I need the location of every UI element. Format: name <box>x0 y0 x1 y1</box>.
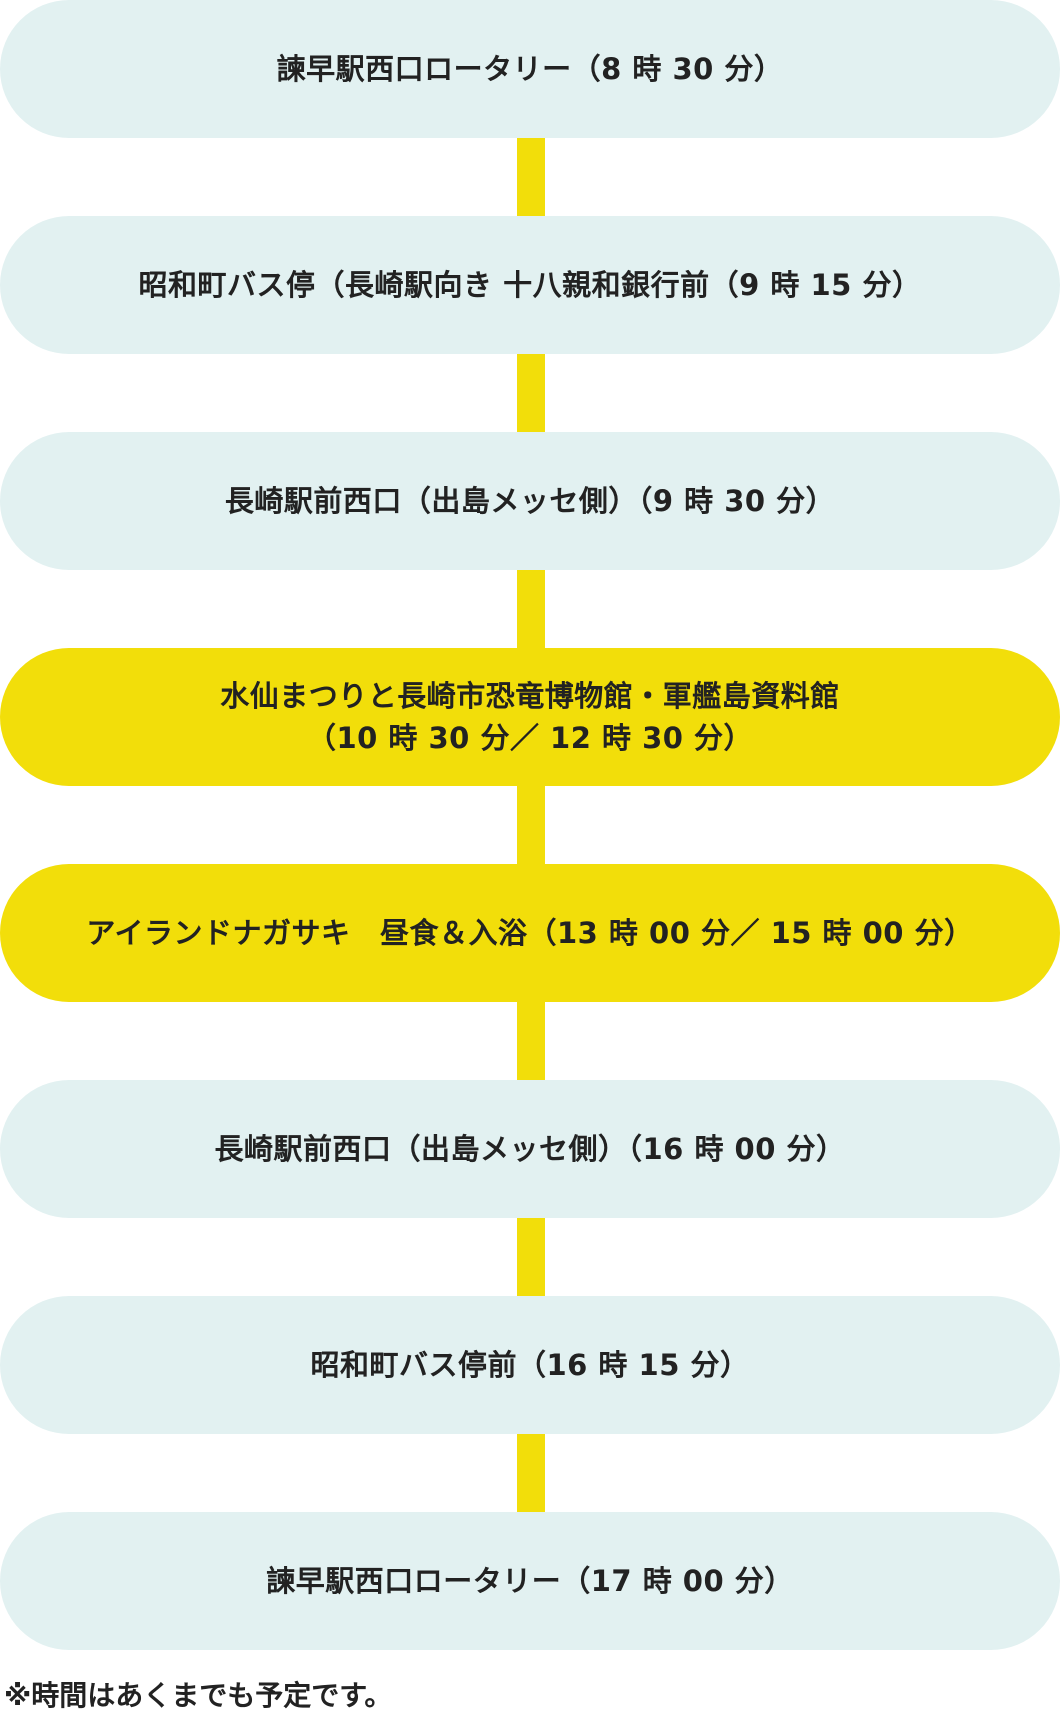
stop-8-isahaya-arrival: 諫早駅西口ロータリー（17 時 00 分） <box>0 1512 1060 1650</box>
stop-4-dinosaur-museum: 水仙まつりと長崎市恐竜博物館・軍艦島資料館 （10 時 30 分／ 12 時 3… <box>0 648 1060 786</box>
stop-1-isahaya-departure: 諫早駅西口ロータリー（8 時 30 分） <box>0 0 1060 138</box>
stop-4-text-line-1: 水仙まつりと長崎市恐竜博物館・軍艦島資料館 <box>220 679 840 713</box>
connector-3 <box>517 570 545 650</box>
stop-2-showamachi-bus-stop: 昭和町バス停（長崎駅向き 十八親和銀行前（9 時 15 分） <box>0 216 1060 354</box>
stop-2-text: 昭和町バス停（長崎駅向き 十八親和銀行前（9 時 15 分） <box>138 268 922 302</box>
connector-2 <box>517 354 545 434</box>
stop-5-island-nagasaki: アイランドナガサキ 昼食＆入浴（13 時 00 分／ 15 時 00 分） <box>0 864 1060 1002</box>
schedule-note: ※時間はあくまでも予定です。 <box>4 1679 393 1712</box>
stop-1-text: 諫早駅西口ロータリー（8 時 30 分） <box>276 52 784 86</box>
stop-8-text: 諫早駅西口ロータリー（17 時 00 分） <box>266 1564 794 1598</box>
stop-3-nagasaki-station-west: 長崎駅前西口（出島メッセ側）（9 時 30 分） <box>0 432 1060 570</box>
connector-4 <box>517 786 545 866</box>
connector-5 <box>517 1002 545 1082</box>
stop-5-text: アイランドナガサキ 昼食＆入浴（13 時 00 分／ 15 時 00 分） <box>86 916 974 950</box>
stop-7-showamachi-bus-stop-return: 昭和町バス停前（16 時 15 分） <box>0 1296 1060 1434</box>
stop-4-text-line-2: （10 時 30 分／ 12 時 30 分） <box>306 721 754 755</box>
connector-7 <box>517 1434 545 1514</box>
connector-6 <box>517 1218 545 1298</box>
stop-6-nagasaki-station-west-return: 長崎駅前西口（出島メッセ側）（16 時 00 分） <box>0 1080 1060 1218</box>
stop-7-text: 昭和町バス停前（16 時 15 分） <box>310 1348 750 1382</box>
stop-6-text: 長崎駅前西口（出島メッセ側）（16 時 00 分） <box>214 1132 846 1166</box>
connector-1 <box>517 138 545 218</box>
stop-3-text: 長崎駅前西口（出島メッセ側）（9 時 30 分） <box>224 484 836 518</box>
